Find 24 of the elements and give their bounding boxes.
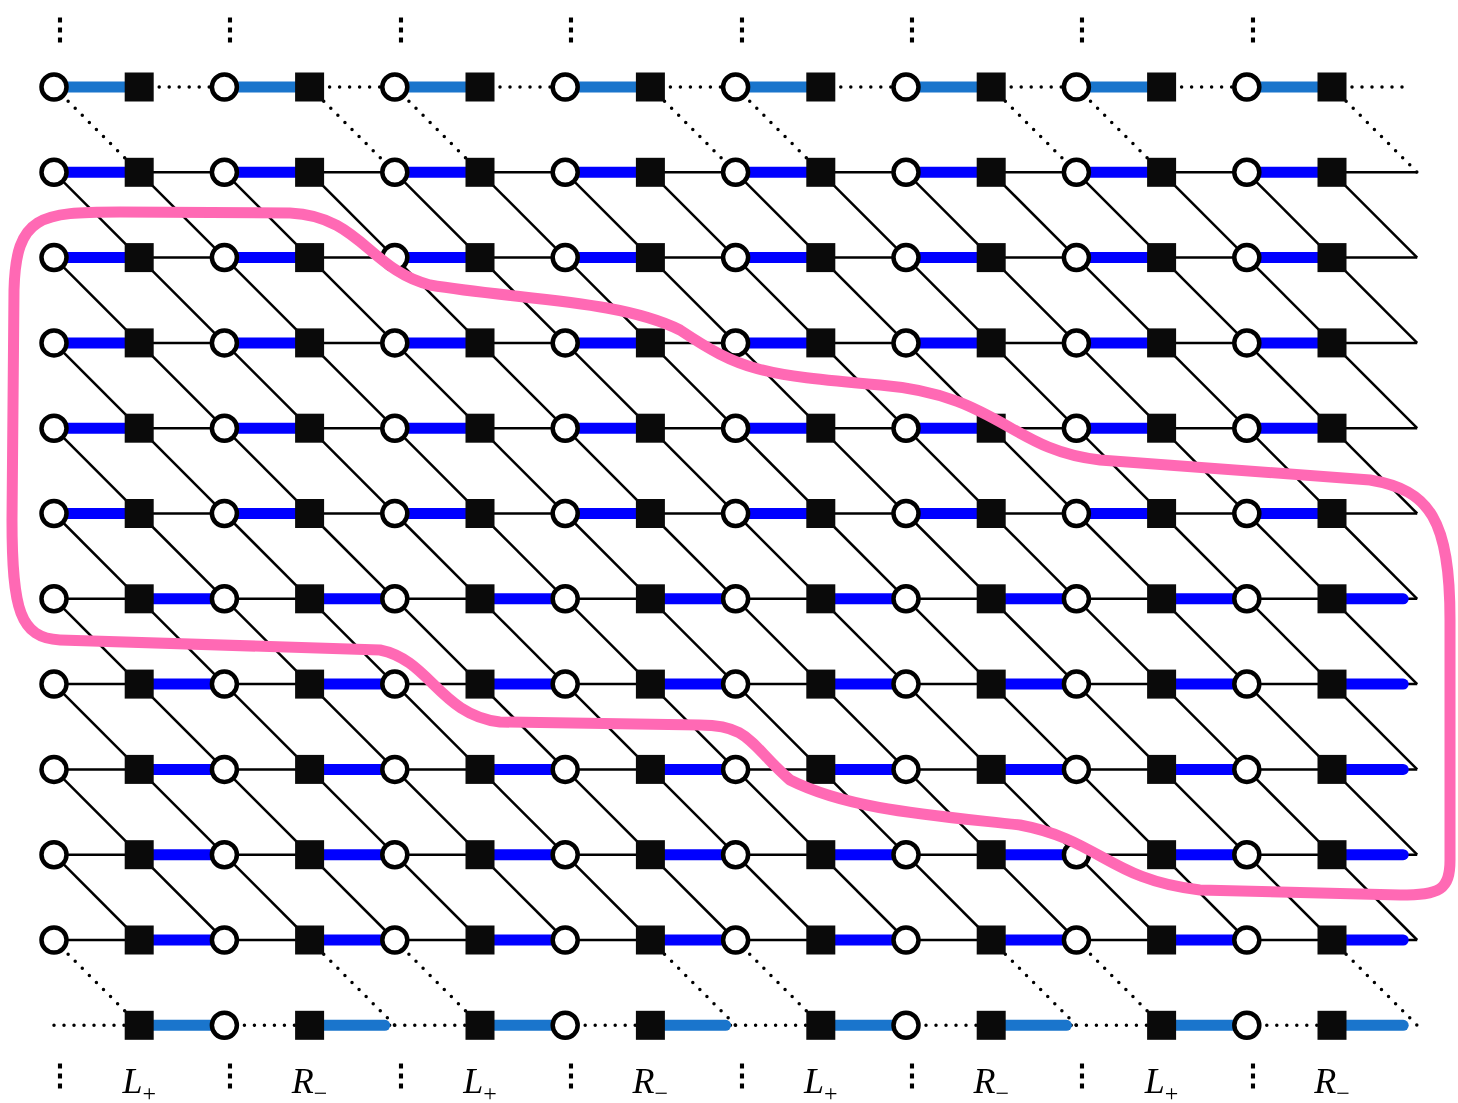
vertical-ellipsis: ⋮ xyxy=(556,1060,587,1090)
sector-label: R$_{−}$ xyxy=(632,1063,669,1103)
vertical-ellipsis: ⋮ xyxy=(45,14,75,44)
sector-label: L$_{+}$ xyxy=(1144,1063,1179,1103)
vertical-ellipsis: ⋮ xyxy=(385,1060,416,1090)
vertical-ellipsis: ⋮ xyxy=(1237,1060,1268,1090)
sector-label: R$_{−}$ xyxy=(1314,1063,1350,1103)
vertical-ellipsis: ⋮ xyxy=(45,1060,75,1090)
vertical-ellipsis: ⋮ xyxy=(215,14,246,44)
sector-label: L$_{+}$ xyxy=(463,1063,497,1103)
sector-label: R$_{−}$ xyxy=(973,1063,1009,1103)
vertical-ellipsis: ⋮ xyxy=(385,14,416,44)
sector-label: R$_{−}$ xyxy=(291,1063,328,1103)
sector-label: L$_{+}$ xyxy=(804,1063,838,1103)
vertical-ellipsis: ⋮ xyxy=(897,14,927,44)
vertical-ellipsis: ⋮ xyxy=(1067,14,1098,44)
vertical-ellipsis: ⋮ xyxy=(897,1060,927,1090)
vertical-ellipsis: ⋮ xyxy=(1067,1060,1098,1090)
vertical-ellipsis: ⋮ xyxy=(556,14,587,44)
vertical-ellipsis: ⋮ xyxy=(1237,14,1268,44)
sector-label: L$_{+}$ xyxy=(122,1063,156,1103)
vertical-ellipsis: ⋮ xyxy=(726,1060,757,1090)
vertical-ellipsis: ⋮ xyxy=(726,14,757,44)
vertical-ellipsis: ⋮ xyxy=(215,1060,246,1090)
